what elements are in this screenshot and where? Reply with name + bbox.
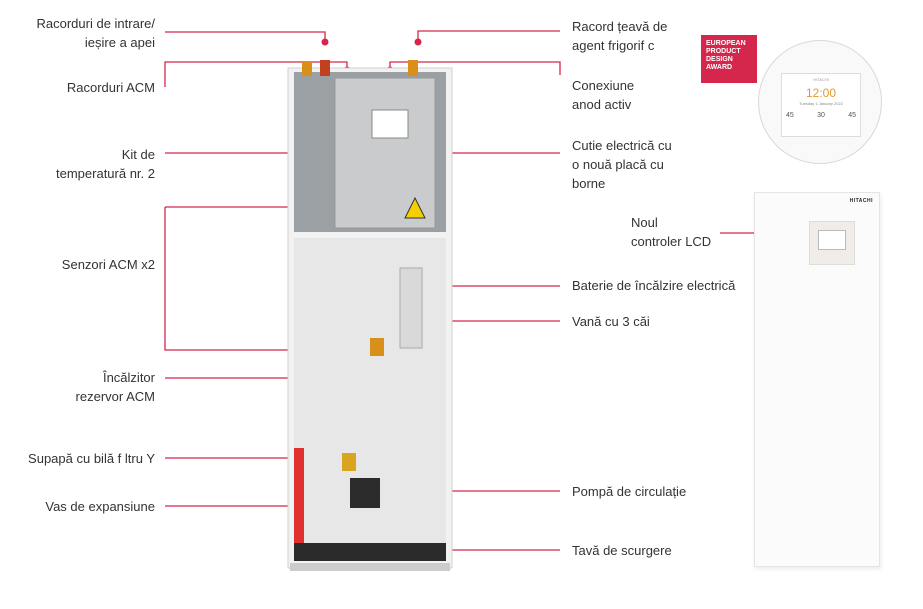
- label-lcd-controller: Noul controler LCD: [631, 215, 712, 249]
- leader-anode: [389, 61, 561, 75]
- closed-unit-illustration: HITACHI: [754, 192, 880, 567]
- open-unit-illustration: [287, 60, 453, 571]
- design-award-badge: EUROPEAN PRODUCT DESIGN AWARD: [701, 35, 757, 83]
- controller-brand: HITACHI: [813, 77, 829, 82]
- lcd-display: [818, 230, 846, 250]
- controller-values: 45 30 45: [786, 112, 856, 119]
- label-refrigerant-connection: Racord țeavă de agent frigorif c: [572, 19, 668, 53]
- label-drain-pan: Tavă de scurgere: [572, 543, 672, 558]
- controller-value-2: 30: [817, 112, 825, 119]
- label-active-anode: Conexiune anod activ: [572, 78, 635, 112]
- label-temp-kit: Kit de temperatură nr. 2: [56, 147, 155, 181]
- label-heater-battery: Baterie de încălzire electrică: [572, 278, 736, 293]
- leader-refrigerant: [417, 30, 560, 42]
- controller-value-1: 45: [786, 112, 794, 119]
- label-circulation-pump: Pompă de circulație: [572, 484, 687, 499]
- label-electric-box: Cutie electrică cu o nouă placă cu borne: [572, 138, 672, 191]
- label-acm-heater: Încălzitor rezervor ACM: [75, 370, 155, 404]
- label-water-connections: Racorduri de intrare/ ieșire a apei: [36, 16, 156, 50]
- controller-date: Tuesday 1 January 2022: [799, 101, 843, 106]
- controller-time: 12:00: [805, 86, 837, 100]
- closed-unit-logo: HITACHI: [849, 198, 873, 204]
- label-3way-valve: Vană cu 3 căi: [572, 314, 650, 329]
- label-ball-valve: Supapă cu bilă f ltru Y: [28, 451, 155, 466]
- leader-acm-connections: [164, 61, 348, 87]
- controller-value-3: 45: [848, 112, 856, 119]
- controller-screen: HITACHI 12:00 Tuesday 1 January 2022 45 …: [781, 73, 861, 137]
- label-expansion-vessel: Vas de expansiune: [45, 499, 155, 514]
- lcd-controller-panel: [809, 221, 855, 265]
- label-acm-connections: Racorduri ACM: [66, 80, 155, 95]
- controller-closeup: HITACHI 12:00 Tuesday 1 January 2022 45 …: [758, 40, 882, 164]
- label-acm-sensors: Senzori ACM x2: [61, 257, 155, 272]
